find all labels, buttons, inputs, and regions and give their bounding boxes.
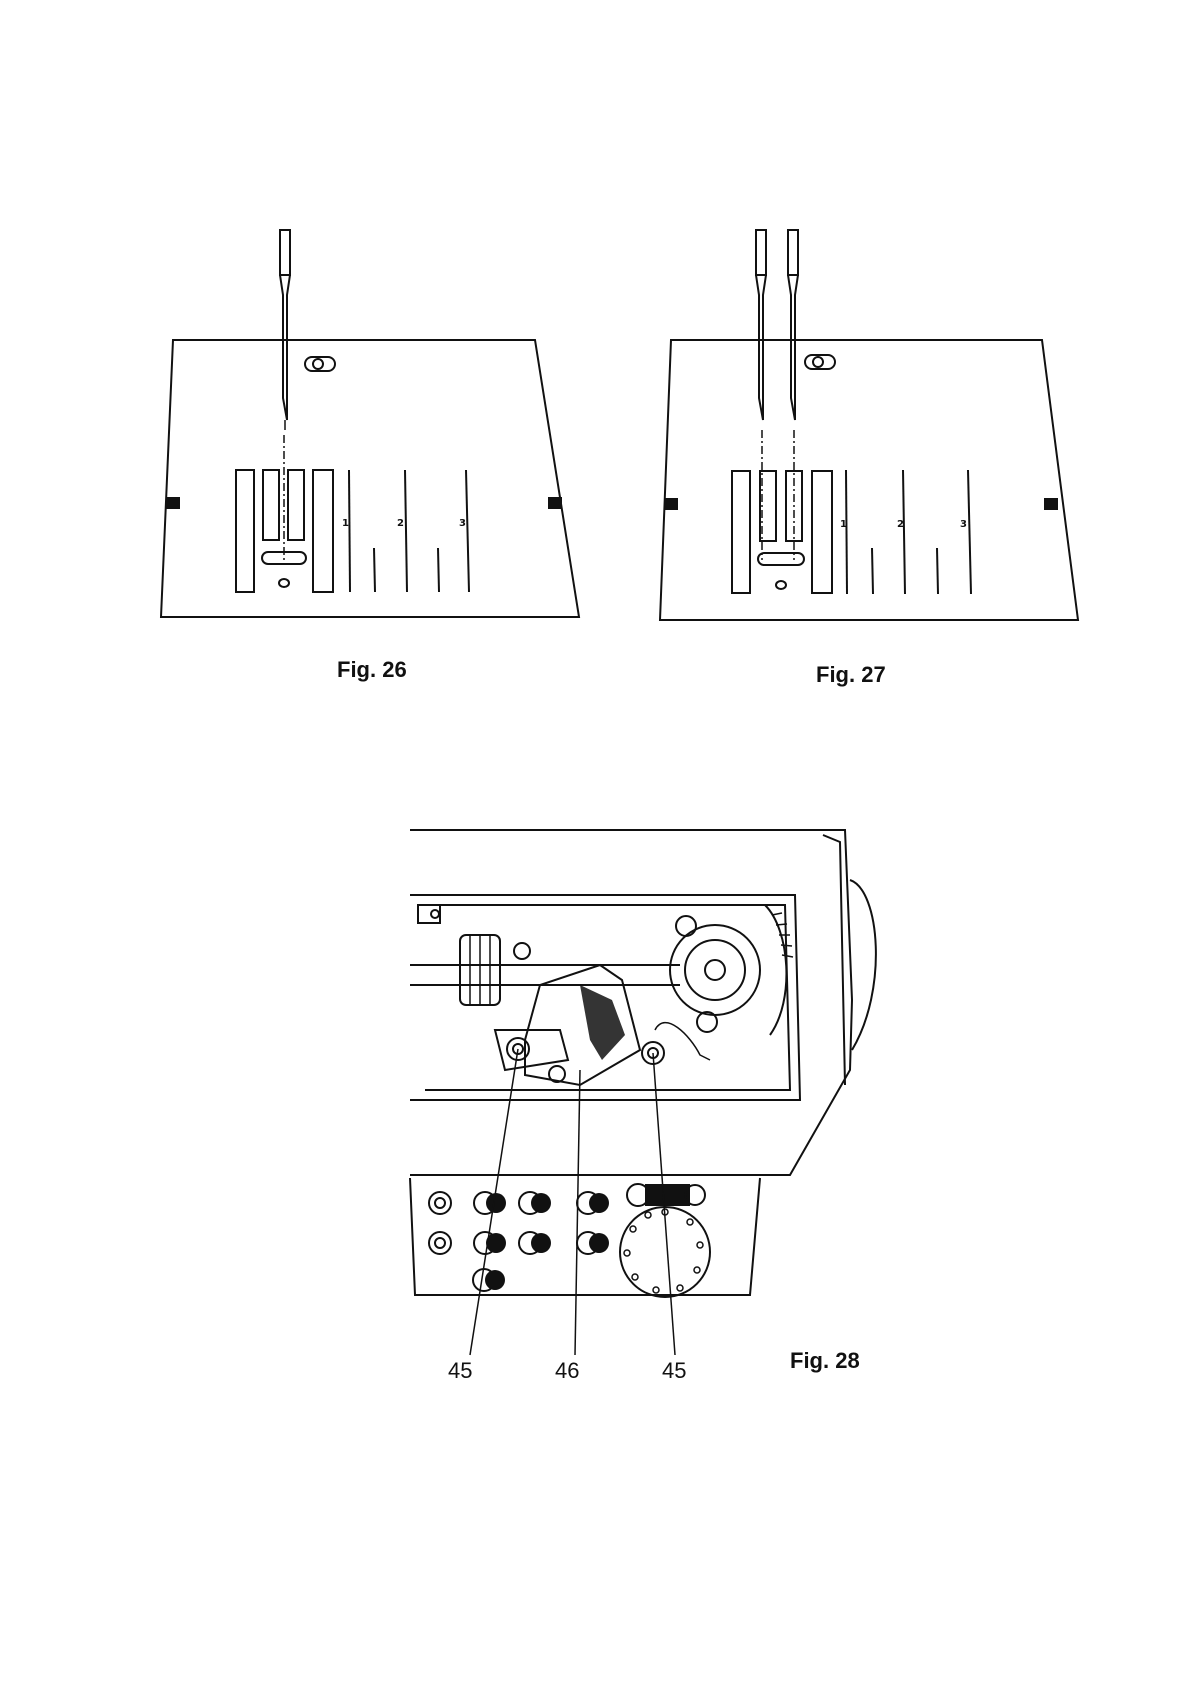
figure-27: 1 2 3 Fig. 27 xyxy=(650,220,1090,650)
machine-head-underside-drawing xyxy=(400,820,900,1380)
figure-26: 1 2 3 Fig. 26 xyxy=(150,220,590,640)
scale-label-2: 2 xyxy=(897,519,904,530)
callout-46: 46 xyxy=(555,1358,579,1384)
control-knobs xyxy=(429,1184,710,1297)
needle-icon xyxy=(280,230,290,430)
needle-plate-twin-needle-drawing: 1 2 3 xyxy=(650,220,1090,600)
twin-needle-icon xyxy=(756,230,798,420)
scale-label-3: 3 xyxy=(960,519,967,530)
figure-27-caption: Fig. 27 xyxy=(816,662,886,688)
figure-28: 45 46 45 Fig. 28 xyxy=(400,820,900,1380)
figure-26-caption: Fig. 26 xyxy=(337,657,407,683)
scale-label-2: 2 xyxy=(397,518,404,529)
callout-45-left: 45 xyxy=(448,1358,472,1384)
callout-45-right: 45 xyxy=(662,1358,686,1384)
needle-plate-single-needle-drawing: 1 2 3 xyxy=(150,220,590,600)
figure-28-caption: Fig. 28 xyxy=(790,1348,860,1374)
scale-label-1: 1 xyxy=(342,518,349,529)
scale-label-3: 3 xyxy=(459,518,466,529)
scale-label-1: 1 xyxy=(840,519,847,530)
